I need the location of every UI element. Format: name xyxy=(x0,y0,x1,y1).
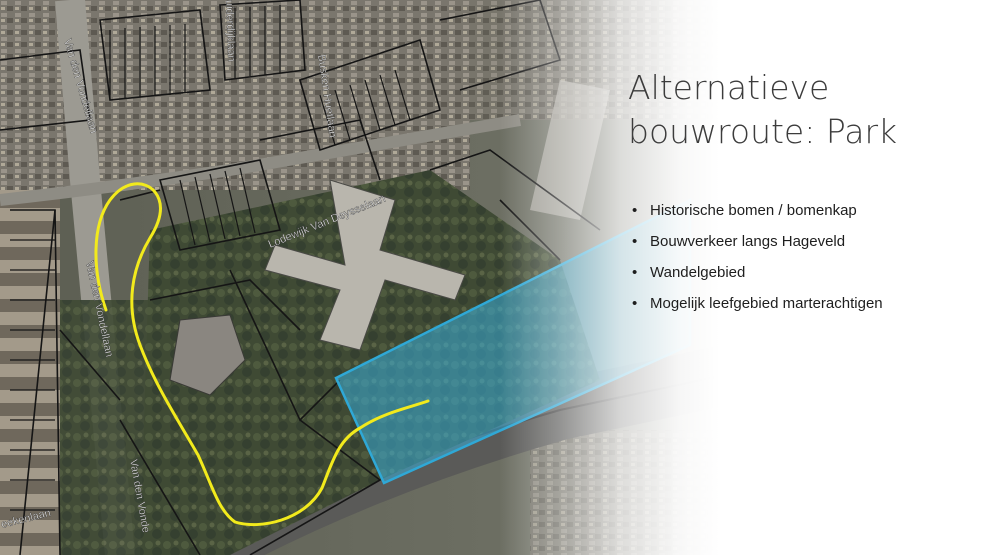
street-label-uiderdijk: uiderdijklaan xyxy=(223,0,237,62)
bullet-text: Mogelijk leefgebied marterachtigen xyxy=(650,295,883,312)
bullet-dot: • xyxy=(632,233,638,250)
bullet-text: Historische bomen / bomenkap xyxy=(650,202,857,219)
bullet-item: • Wandelgebied xyxy=(632,262,962,283)
bullet-text: Wandelgebied xyxy=(650,264,746,281)
bullet-dot: • xyxy=(632,202,638,219)
bullet-list: • Historische bomen / bomenkap • Bouwverke… xyxy=(632,200,962,324)
bullet-text: Bouwverkeer langs Hageveld xyxy=(650,233,846,250)
bullet-dot: • xyxy=(632,264,638,281)
bullet-item: • Bouwverkeer langs Hageveld xyxy=(632,231,962,252)
bullet-item: • Historische bomen / bomenkap xyxy=(632,200,962,221)
bullet-item: • Mogelijk leefgebied marterachtigen xyxy=(632,293,962,314)
bullet-dot: • xyxy=(632,295,638,312)
slide-title: Alternatieve bouwroute: Park xyxy=(628,68,898,151)
